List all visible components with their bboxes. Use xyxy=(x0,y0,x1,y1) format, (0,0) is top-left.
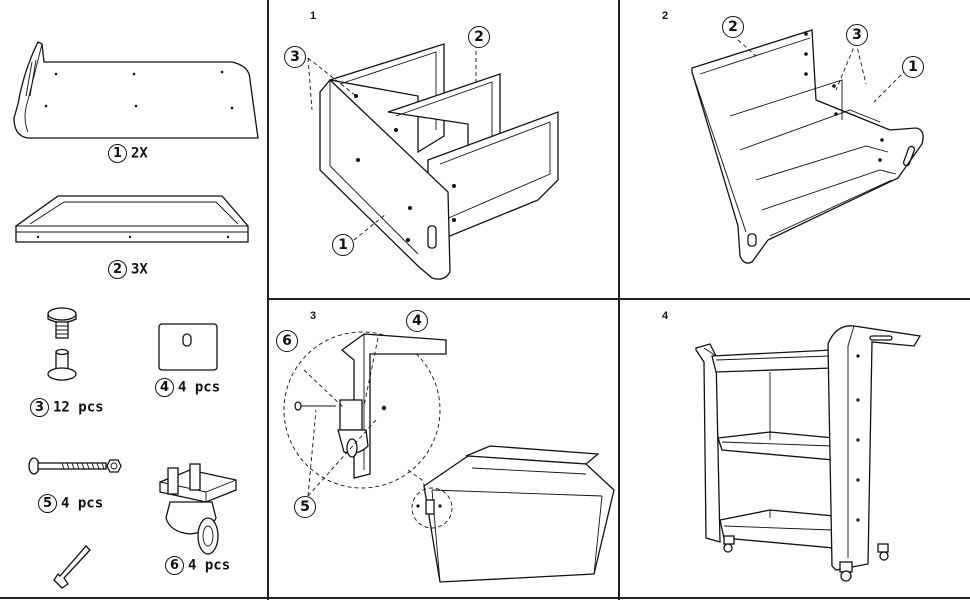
step-3-drawing xyxy=(283,331,615,583)
connector-screw-drawing xyxy=(47,307,77,381)
step-4-completed-cart-drawing xyxy=(695,325,922,582)
step-number: 4 xyxy=(662,310,669,322)
mounting-plate-drawing xyxy=(158,323,218,371)
step-number: 1 xyxy=(310,10,317,22)
step-4-panel: 4 xyxy=(620,300,970,597)
part-number-badge: 3 xyxy=(30,398,49,417)
part-qty-text: 4 pcs xyxy=(178,379,221,396)
part-qty-text: 2X xyxy=(131,145,148,162)
part-qty-text: 4 pcs xyxy=(188,557,231,574)
callout-plate: 4 xyxy=(406,310,428,332)
part-number-badge: 2 xyxy=(108,260,127,279)
callout-side-panel: 1 xyxy=(902,56,924,78)
vertical-divider-left xyxy=(267,0,269,600)
caster-wheel-drawing xyxy=(159,463,237,555)
callout-side-panel: 1 xyxy=(332,234,354,256)
bolt-and-nut-drawing xyxy=(28,457,122,475)
step-1-drawing xyxy=(307,43,559,280)
part-qty-text: 12 pcs xyxy=(53,399,104,416)
step-3-panel: 3 xyxy=(268,300,618,597)
shelf-tray-drawing xyxy=(14,195,249,243)
callout-shelf: 2 xyxy=(722,16,744,38)
bottom-border xyxy=(0,597,970,599)
callout-caster: 6 xyxy=(276,330,298,352)
vertical-divider-right xyxy=(618,0,620,600)
hex-key-icon xyxy=(53,545,91,589)
step-number: 2 xyxy=(662,10,669,22)
part-number-badge: 5 xyxy=(38,494,57,513)
callout-screw: 3 xyxy=(284,46,306,68)
callout-bolt: 5 xyxy=(294,496,316,518)
step-2-drawing xyxy=(691,29,924,264)
part-number-badge: 6 xyxy=(165,556,184,575)
part-number-badge: 1 xyxy=(108,144,127,163)
horizontal-divider xyxy=(267,298,970,300)
part-number-badge: 4 xyxy=(155,378,174,397)
part-qty-text: 3X xyxy=(131,261,148,278)
step-2-panel: 2 2 3 1 xyxy=(620,0,970,298)
side-panel-drawing xyxy=(13,41,259,139)
part-qty-text: 4 pcs xyxy=(61,495,104,512)
step-1-panel: 1 3 2 1 xyxy=(268,0,618,298)
step-number: 3 xyxy=(310,310,317,322)
callout-shelf: 2 xyxy=(468,26,490,48)
callout-screw: 3 xyxy=(846,24,868,46)
